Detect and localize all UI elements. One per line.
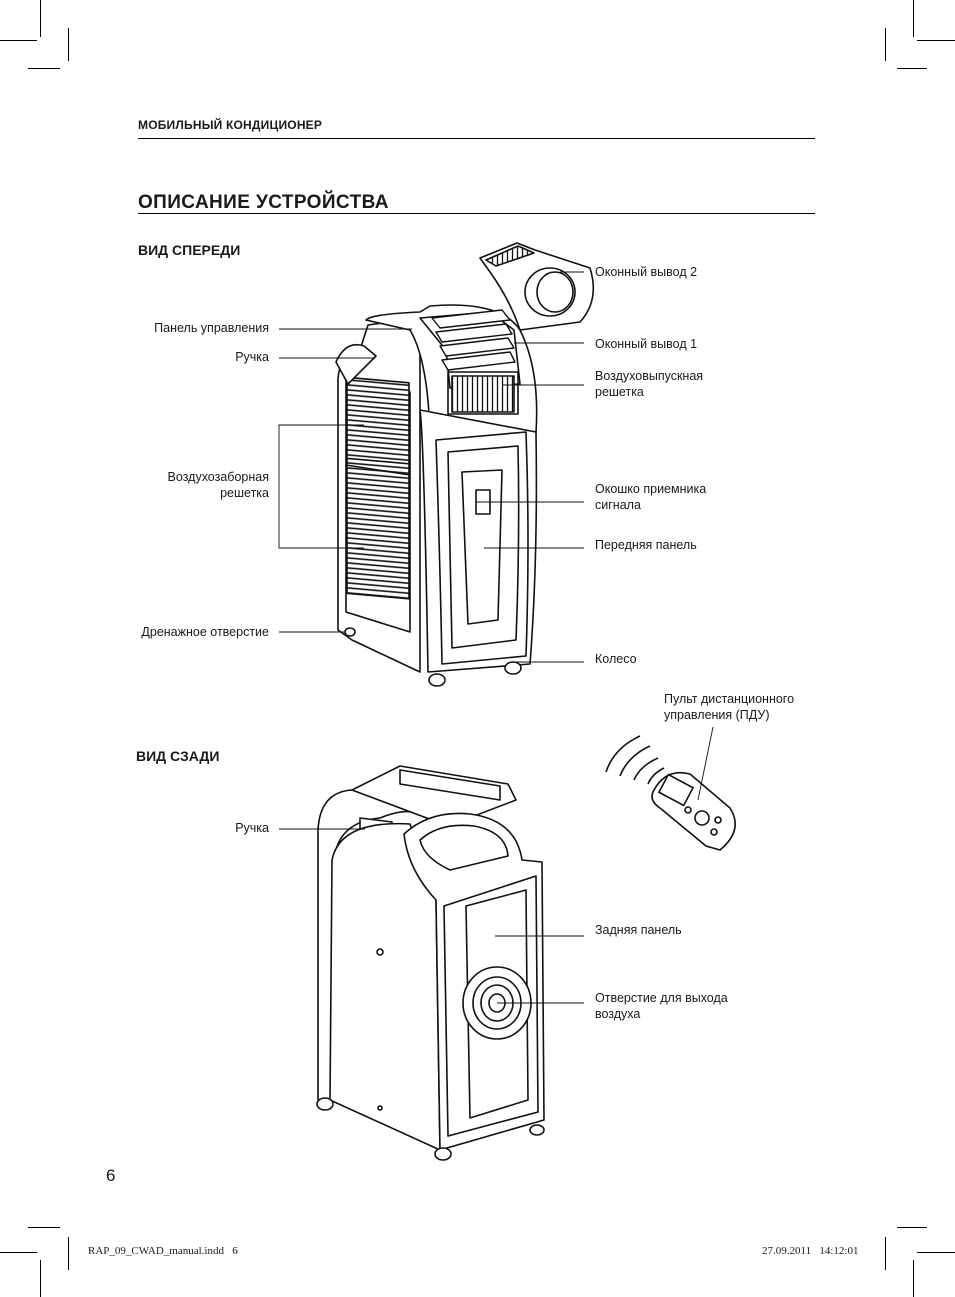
- crop-mark: [897, 68, 927, 69]
- title-rule: [138, 213, 815, 214]
- label-control-panel: Панель управления: [154, 321, 269, 335]
- crop-mark: [40, 1260, 41, 1297]
- label-remote-control: Пульт дистанционного управления (ПДУ): [664, 692, 795, 722]
- label-drain-hole: Дренажное отверстие: [141, 625, 269, 639]
- leader-lines: [278, 271, 714, 1004]
- crop-mark: [913, 0, 914, 37]
- window-outlet-2-drawing: [479, 242, 595, 331]
- label-handle-front: Ручка: [235, 350, 269, 364]
- crop-mark: [897, 1227, 927, 1228]
- crop-mark: [885, 1237, 886, 1270]
- crop-mark: [917, 40, 955, 41]
- crop-mark: [40, 0, 41, 37]
- crop-mark: [68, 1237, 69, 1270]
- front-view-heading: ВИД СПЕРЕДИ: [138, 242, 241, 258]
- rear-unit-drawing: [316, 765, 545, 1161]
- label-rear-panel: Задняя панель: [595, 923, 682, 937]
- label-air-intake-grille: Воздухозаборная решетка: [167, 470, 269, 500]
- crop-mark: [917, 1252, 955, 1253]
- crop-mark: [0, 1252, 37, 1253]
- front-unit-drawing: [335, 242, 595, 687]
- label-air-outlet-grille: Воздуховыпускная решетка: [595, 369, 704, 399]
- label-front-panel: Передняя панель: [595, 538, 697, 552]
- page-number: 6: [106, 1166, 116, 1185]
- label-signal-receiver: Окошко приемника сигнала: [595, 482, 707, 512]
- label-handle-rear: Ручка: [235, 821, 269, 835]
- label-window-outlet-2: Оконный вывод 2: [595, 265, 698, 279]
- crop-mark: [28, 68, 60, 69]
- label-wheel: Колесо: [595, 652, 637, 666]
- crop-mark: [885, 28, 886, 61]
- crop-mark: [913, 1260, 914, 1297]
- crop-mark: [0, 40, 37, 41]
- header-rule: [138, 138, 815, 139]
- rear-view-heading: ВИД СЗАДИ: [136, 748, 220, 764]
- print-timestamp: 27.09.2011 14:12:01: [762, 1245, 859, 1257]
- label-air-exhaust-hole: Отверстие для выхода воздуха: [595, 991, 728, 1021]
- crop-mark: [68, 28, 69, 61]
- label-window-outlet-1: Оконный вывод 1: [595, 337, 698, 351]
- crop-mark: [28, 1227, 60, 1228]
- running-header: МОБИЛЬНЫЙ КОНДИЦИОНЕР: [138, 118, 323, 132]
- file-info: RAP_09_CWAD_manual.indd 6: [88, 1245, 238, 1257]
- remote-control-drawing: [605, 735, 736, 851]
- section-title: ОПИСАНИЕ УСТРОЙСТВА: [138, 192, 389, 213]
